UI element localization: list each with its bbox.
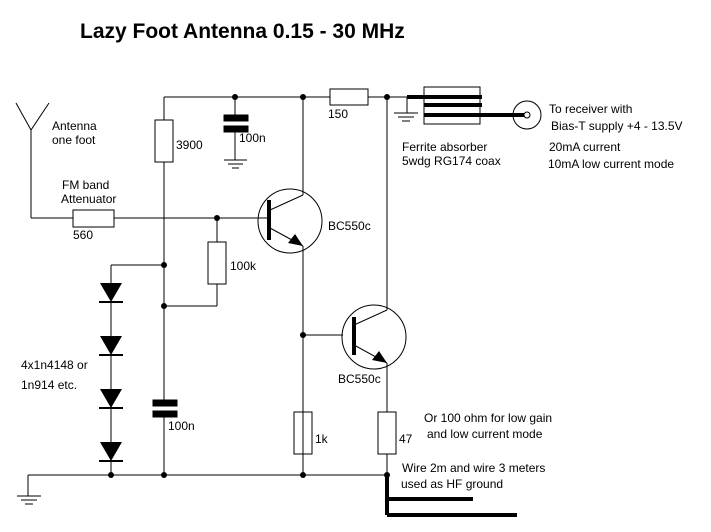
antenna-label: one foot xyxy=(52,133,96,147)
antenna-label: Antenna xyxy=(52,119,97,133)
ferrite-label: Ferrite absorber xyxy=(402,140,488,154)
q2-label: BC550c xyxy=(338,372,381,386)
ferrite-label: 5wdg RG174 coax xyxy=(402,154,501,168)
resistor-47 xyxy=(377,411,397,455)
diode-icon xyxy=(100,442,122,461)
ground-icon xyxy=(224,159,247,169)
resistor-47-note: and low current mode xyxy=(427,427,543,441)
resistor-150-label: 150 xyxy=(328,107,349,121)
diode-icon xyxy=(100,283,122,302)
resistor-47-label: 47 xyxy=(399,432,413,446)
current-label: 10mA low current mode xyxy=(548,157,675,171)
capacitor-plate xyxy=(223,125,249,133)
capacitor-top-label: 100n xyxy=(239,131,266,145)
diode-string xyxy=(99,283,123,462)
transistor-q2-circle xyxy=(341,304,407,370)
resistor-100k xyxy=(207,241,227,285)
resistor-150 xyxy=(329,88,369,106)
capacitor-plate xyxy=(223,114,249,122)
resistor-100k-label: 100k xyxy=(230,259,257,273)
diode-icon xyxy=(100,389,122,408)
resistor-3900 xyxy=(154,119,174,163)
receiver-label: To receiver with xyxy=(549,102,633,116)
resistor-560 xyxy=(72,209,115,228)
hf-ground-label: used as HF ground xyxy=(401,477,504,491)
q1-label: BC550c xyxy=(328,219,371,233)
fm-band-label: Attenuator xyxy=(61,192,117,206)
diodes-label: 1n914 etc. xyxy=(21,378,78,392)
diodes-label: 4x1n4148 or xyxy=(21,358,88,372)
transistor-q1-circle xyxy=(257,188,323,254)
current-label: 20mA current xyxy=(549,140,621,154)
ground-icon xyxy=(17,495,41,505)
ground-icon xyxy=(394,112,418,122)
resistor-1k-label: 1k xyxy=(315,432,328,446)
resistor-47-note: Or 100 ohm for low gain xyxy=(424,411,553,425)
fm-band-label: FM band xyxy=(62,178,110,192)
q1-base xyxy=(267,200,271,240)
q2-base xyxy=(352,317,356,355)
junction-dots xyxy=(108,94,390,478)
hf-ground-label: Wire 2m and wire 3 meters xyxy=(402,461,546,475)
capacitor-bias-label: 100n xyxy=(168,419,195,433)
resistor-1k xyxy=(293,411,313,455)
diagram-title: Lazy Foot Antenna 0.15 - 30 MHz xyxy=(80,20,405,43)
antenna-icon xyxy=(15,102,50,218)
resistor-3900-label: 3900 xyxy=(176,138,203,152)
q2-emitter-arrow xyxy=(372,351,387,363)
connector-pin xyxy=(523,111,531,119)
q1-emitter-arrow xyxy=(288,234,303,246)
resistor-560-label: 560 xyxy=(73,228,94,242)
diode-icon xyxy=(100,336,122,355)
receiver-label: Bias-T supply +4 - 13.5V xyxy=(551,119,683,133)
